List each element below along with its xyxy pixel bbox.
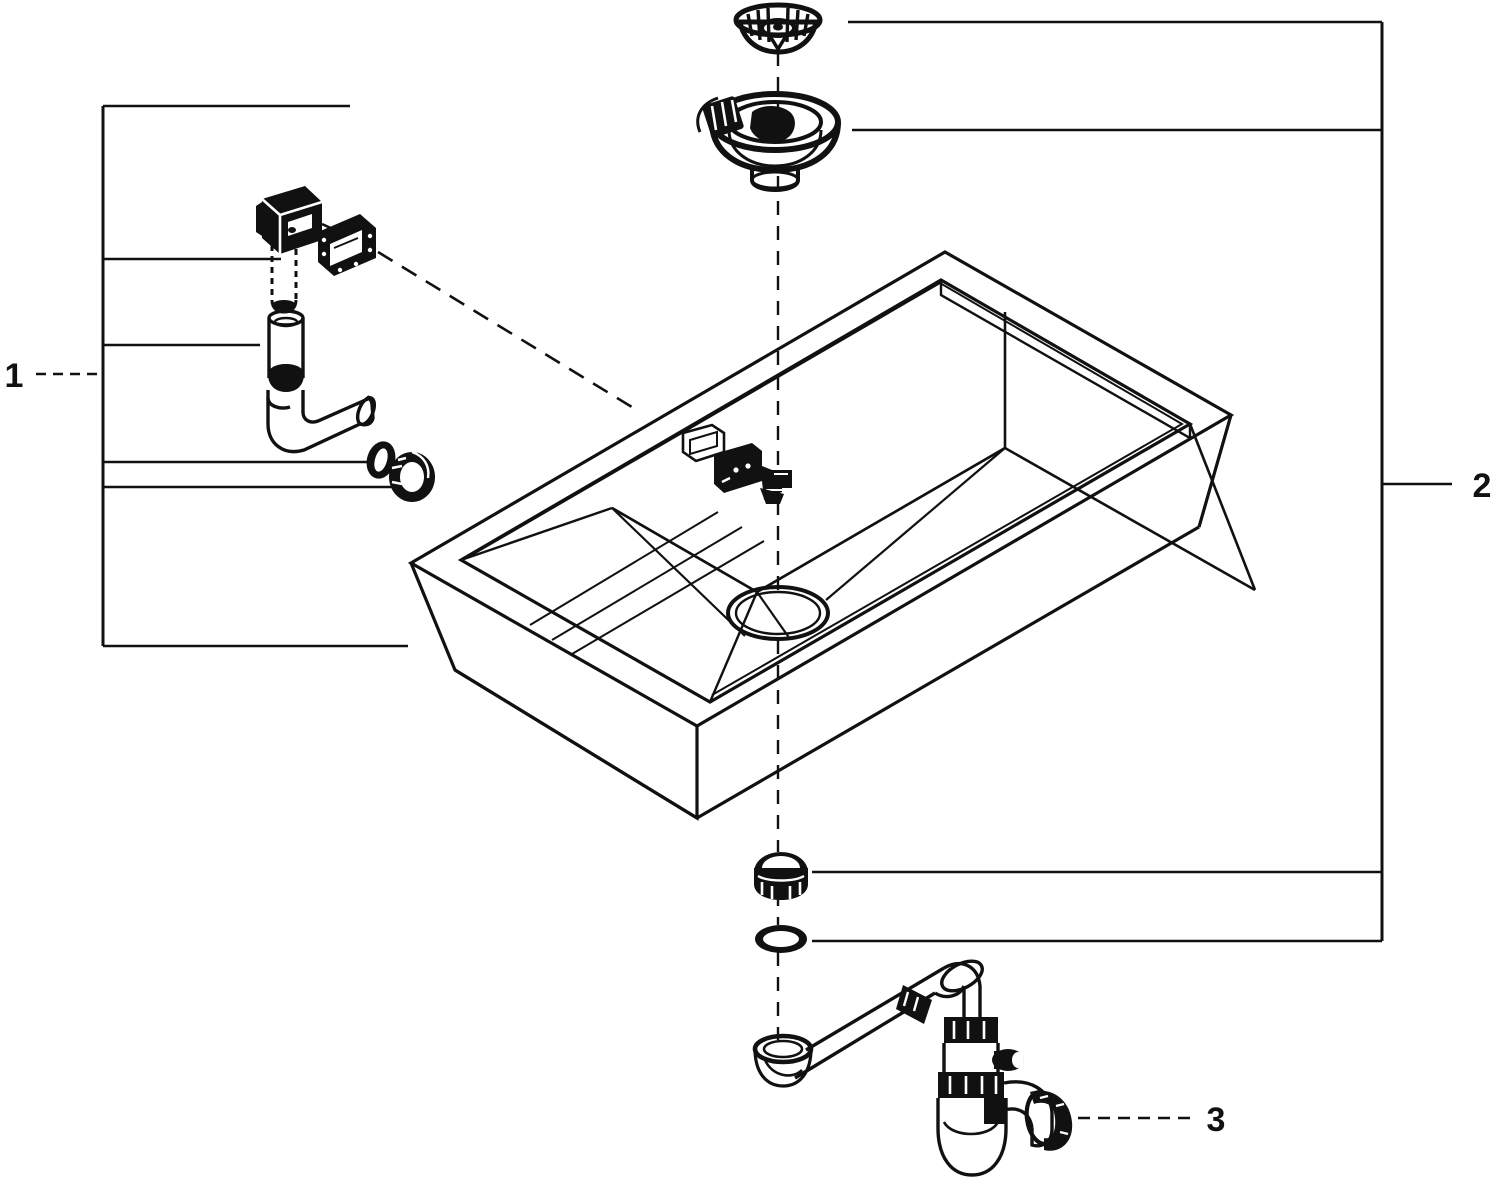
- overflow-cover-plate-icon: [256, 186, 353, 254]
- bottle-trap-body-icon: [896, 959, 1024, 1177]
- overflow-lower-tube-icon: [267, 309, 305, 392]
- waste-seal-ring-icon: [755, 925, 807, 953]
- overflow-elbow-pipe-icon: [266, 390, 377, 454]
- callout-label-1: 1: [5, 357, 24, 395]
- overflow-cover-installed-icon: [681, 423, 792, 504]
- sink-basin-icon: [407, 250, 1257, 821]
- trap-outlet-elbow-icon: [984, 1080, 1073, 1151]
- overflow-washer-icon: [366, 441, 396, 479]
- waste-flange-icon: [696, 91, 841, 193]
- overflow-nut-icon: [389, 450, 435, 502]
- trap-nut-icon: [896, 985, 932, 1024]
- strainer-basket-icon: [733, 2, 823, 55]
- bracket-1: [36, 104, 408, 648]
- callout-label-3: 3: [1207, 1101, 1226, 1139]
- waste-lock-nut-icon: [754, 852, 808, 900]
- callout-label-2: 2: [1473, 467, 1492, 505]
- overflow-gasket-frame-icon: [318, 214, 641, 414]
- bracket-2: [812, 20, 1452, 943]
